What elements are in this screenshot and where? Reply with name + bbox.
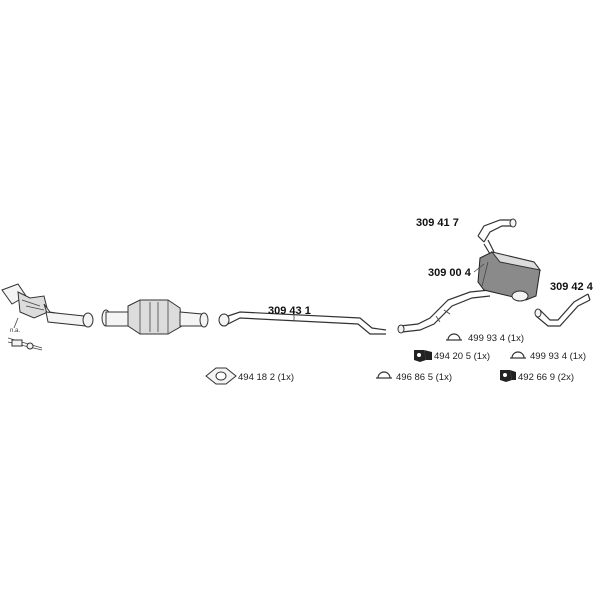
- gasket-label: 494 18 2 (1x): [238, 372, 294, 383]
- gasket-icon: [205, 367, 237, 385]
- clamp-2-icon: [510, 351, 526, 359]
- clamp-3-icon: [376, 371, 392, 379]
- rear-silencer: 309 00 4: [428, 251, 542, 302]
- rear-bend-pipe-label: 309 41 7: [416, 217, 459, 229]
- tail-pipe-label: 309 42 4: [550, 281, 594, 293]
- rear-silencer-label: 309 00 4: [428, 267, 472, 279]
- clamp-3-label: 496 86 5 (1x): [396, 372, 452, 383]
- not-available-note: n.a.: [10, 328, 20, 334]
- front-catalytic-converter: [1, 283, 94, 328]
- main-catalytic-converter: [101, 299, 209, 335]
- rear-pipe: [397, 289, 491, 334]
- tail-pipe: 309 42 4: [534, 281, 594, 327]
- rubber-mount-2-label: 492 66 9 (2x): [518, 372, 574, 383]
- rubber-mount-1-label: 494 20 5 (1x): [434, 351, 490, 362]
- lambda-sensor: n.a.: [7, 317, 43, 351]
- rubber-mount-1-icon: [414, 350, 432, 362]
- clamp-1-icon: [446, 333, 462, 341]
- rubber-mount-2-icon: [500, 370, 516, 382]
- middle-pipe-label: 309 43 1: [268, 305, 311, 317]
- rear-bend-pipe: 309 41 7: [416, 217, 517, 255]
- middle-pipe: 309 43 1: [218, 305, 387, 335]
- clamp-2-label: 499 93 4 (1x): [530, 351, 586, 362]
- clamp-1-label: 499 93 4 (1x): [468, 333, 524, 344]
